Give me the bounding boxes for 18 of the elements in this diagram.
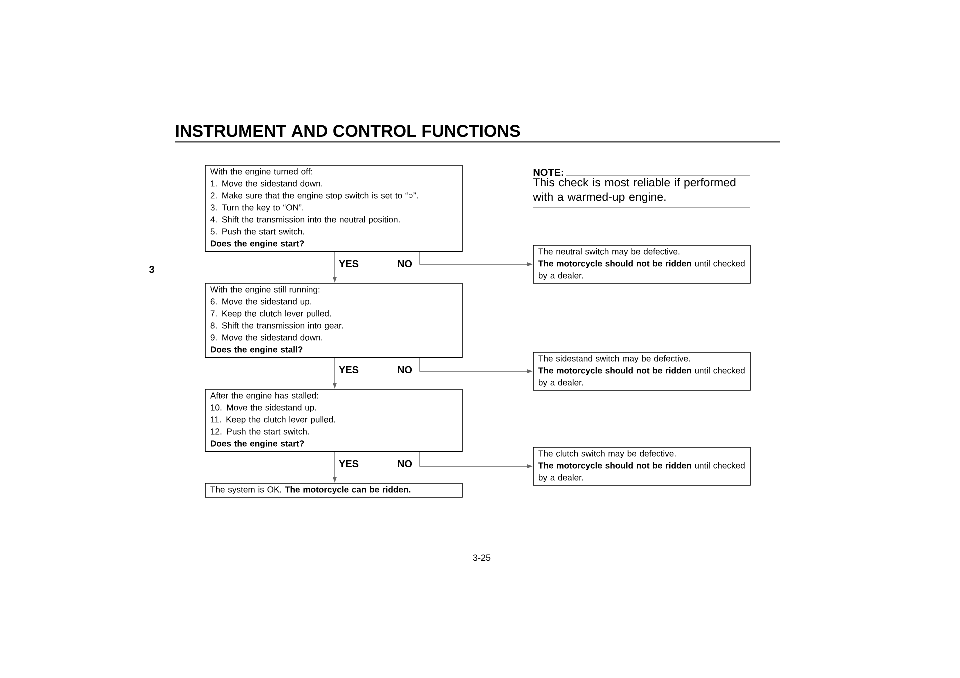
result-box: The system is OK. The motorcycle can be ridden. [205,483,463,498]
page-title: INSTRUMENT AND CONTROL FUNCTIONS [176,125,520,138]
edge-label: YES [339,460,359,468]
edge-label: YES [339,260,359,268]
chapter-number: 3 [149,266,154,274]
edge-label: NO [398,260,412,268]
question-box: After the engine has stalled: 10. Move the sidestand up. 11. Keep the clutch lever pulled. 12. Push the start switch. Does the engine start? [205,389,463,452]
question-box: With the engine still running: 6. Move the sidestand up. 7. Keep the clutch lever pulled. 8. Shift the transmission into gear. 9. Move the sidestand down. Does the engine stall? [205,283,463,358]
edge-label: YES [339,366,359,374]
note-text: This check is most reliable if performed with a warmed-up engine. [533,178,736,204]
warning-box: The sidestand switch may be defective. The motorcycle should not be ridden until checked by a dealer. [533,352,751,391]
edge-label: NO [398,366,412,374]
note-heading: NOTE: [534,169,564,176]
warning-box: The neutral switch may be defective. The motorcycle should not be ridden until checked by a dealer. [533,245,751,284]
question-box: With the engine turned off: 1. Move the sidestand down. 2. Make sure that the engine stop switch is set to “○”. 3. Turn the key to “ON”. 4. Shift the transmission into the neutral position. 5. Push the start switch. Does the engine start? [205,165,463,252]
warning-box: The clutch switch may be defective. The motorcycle should not be ridden until checked by a dealer. [533,447,751,486]
edge-label: NO [398,460,412,468]
page-number: 3-25 [473,554,491,562]
